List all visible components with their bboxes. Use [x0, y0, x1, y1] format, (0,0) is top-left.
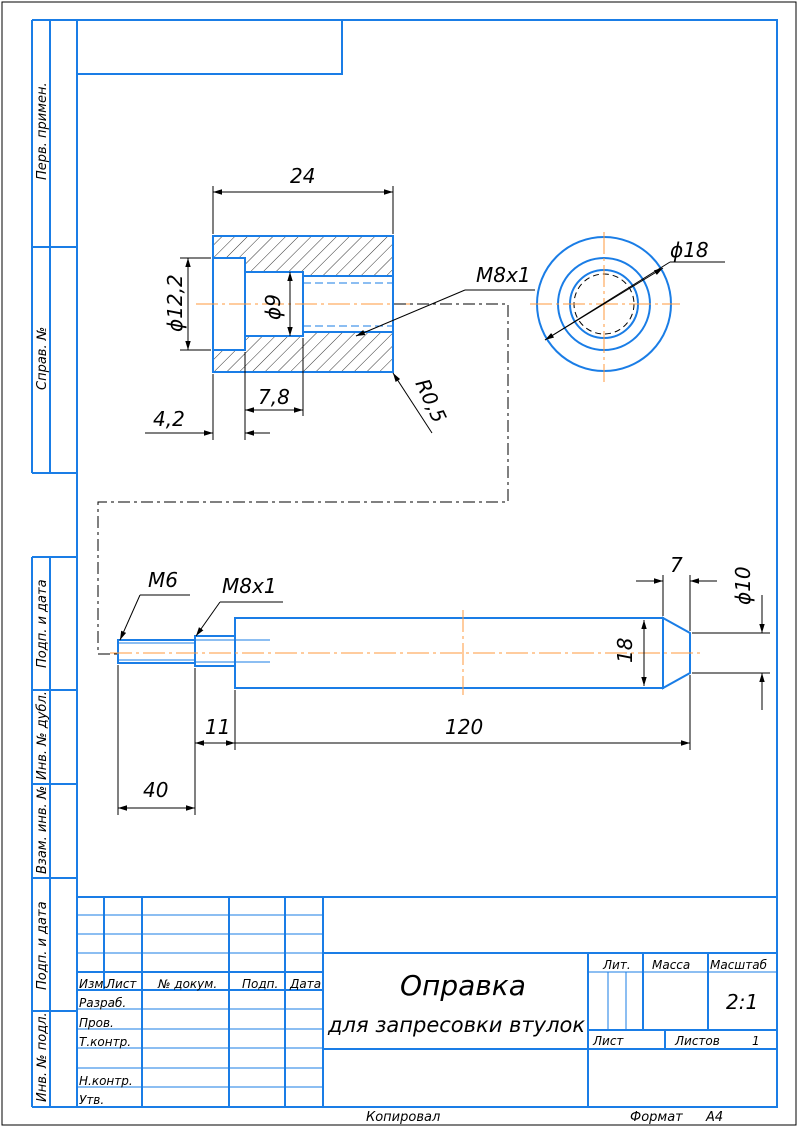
- title-block: [77, 896, 777, 1107]
- dim-18-circle: ϕ18: [670, 238, 709, 262]
- label-inv-podl: Инв. № подл.: [35, 1012, 50, 1102]
- dim-12-2: ϕ12,2: [163, 274, 187, 332]
- section-link-line: [97, 303, 509, 655]
- label-vzam-inv: Взам. инв. №: [35, 786, 50, 874]
- dim-24: 24: [290, 164, 315, 188]
- dim-9: ϕ9: [261, 294, 285, 320]
- tb-list-col: Лист: [105, 977, 137, 991]
- tb-list: Лист: [592, 1034, 624, 1048]
- dim-120: 120: [445, 715, 483, 739]
- dim-m8x1-bottom: M8x1: [222, 574, 277, 598]
- dim-7: 7: [670, 553, 683, 577]
- footer-format: Формат: [630, 1110, 683, 1125]
- tb-massa: Масса: [652, 958, 690, 972]
- dim-40: 40: [143, 778, 168, 802]
- tb-prov: Пров.: [79, 1016, 114, 1030]
- tb-nkontr: Н.контр.: [79, 1074, 133, 1088]
- tb-listov-value: 1: [752, 1034, 760, 1048]
- tb-lit: Лит.: [602, 958, 631, 972]
- tb-razrab: Разраб.: [79, 996, 126, 1010]
- label-perv-primen: Перв. примен.: [35, 82, 50, 180]
- sheet-frame: [31, 19, 778, 1108]
- title-block-thin: [77, 914, 777, 1088]
- footer-kopiroval: Копировал: [366, 1110, 440, 1125]
- label-podp-data-2: Подп. и дата: [35, 901, 50, 990]
- label-sprav-no: Справ. №: [35, 327, 50, 390]
- dim-m6: M6: [148, 568, 178, 592]
- label-podp-data-1: Подп. и дата: [35, 579, 50, 668]
- shaft-view: [110, 610, 700, 695]
- side-labels: Перв. примен. Справ. № Подп. и дата Инв.…: [35, 82, 50, 1102]
- dim-m8x1-top: M8x1: [476, 263, 531, 287]
- drawing-title: Оправка: [400, 969, 526, 1002]
- footer-format-value: A4: [705, 1110, 723, 1125]
- dim-r0-5: R0,5: [410, 375, 451, 427]
- tb-dokum: № докум.: [157, 977, 217, 991]
- dim-11: 11: [205, 715, 230, 739]
- bushing-end-view: ϕ18: [530, 232, 725, 382]
- dim-4-2: 4,2: [153, 407, 185, 431]
- tb-izm: Изм.: [79, 977, 107, 991]
- dim-18-shaft: 18: [613, 638, 637, 663]
- drawing-scale: 2:1: [726, 990, 758, 1014]
- tb-listov: Листов: [674, 1034, 720, 1048]
- shaft-dimensions: [117, 575, 770, 815]
- dim-10: ϕ10: [731, 566, 755, 605]
- tb-masshtab: Масштаб: [710, 958, 768, 972]
- tb-utv: Утв.: [79, 1093, 104, 1107]
- tb-tkontr: Т.контр.: [79, 1035, 131, 1049]
- bushing-dimensions: [145, 186, 535, 440]
- drawing-subtitle: для запресовки втулок: [327, 1013, 585, 1037]
- tb-data: Дата: [289, 977, 321, 991]
- tb-podp: Подп.: [242, 977, 278, 991]
- dim-7-8: 7,8: [258, 385, 290, 409]
- label-inv-dubl: Инв. № дубл.: [35, 691, 50, 780]
